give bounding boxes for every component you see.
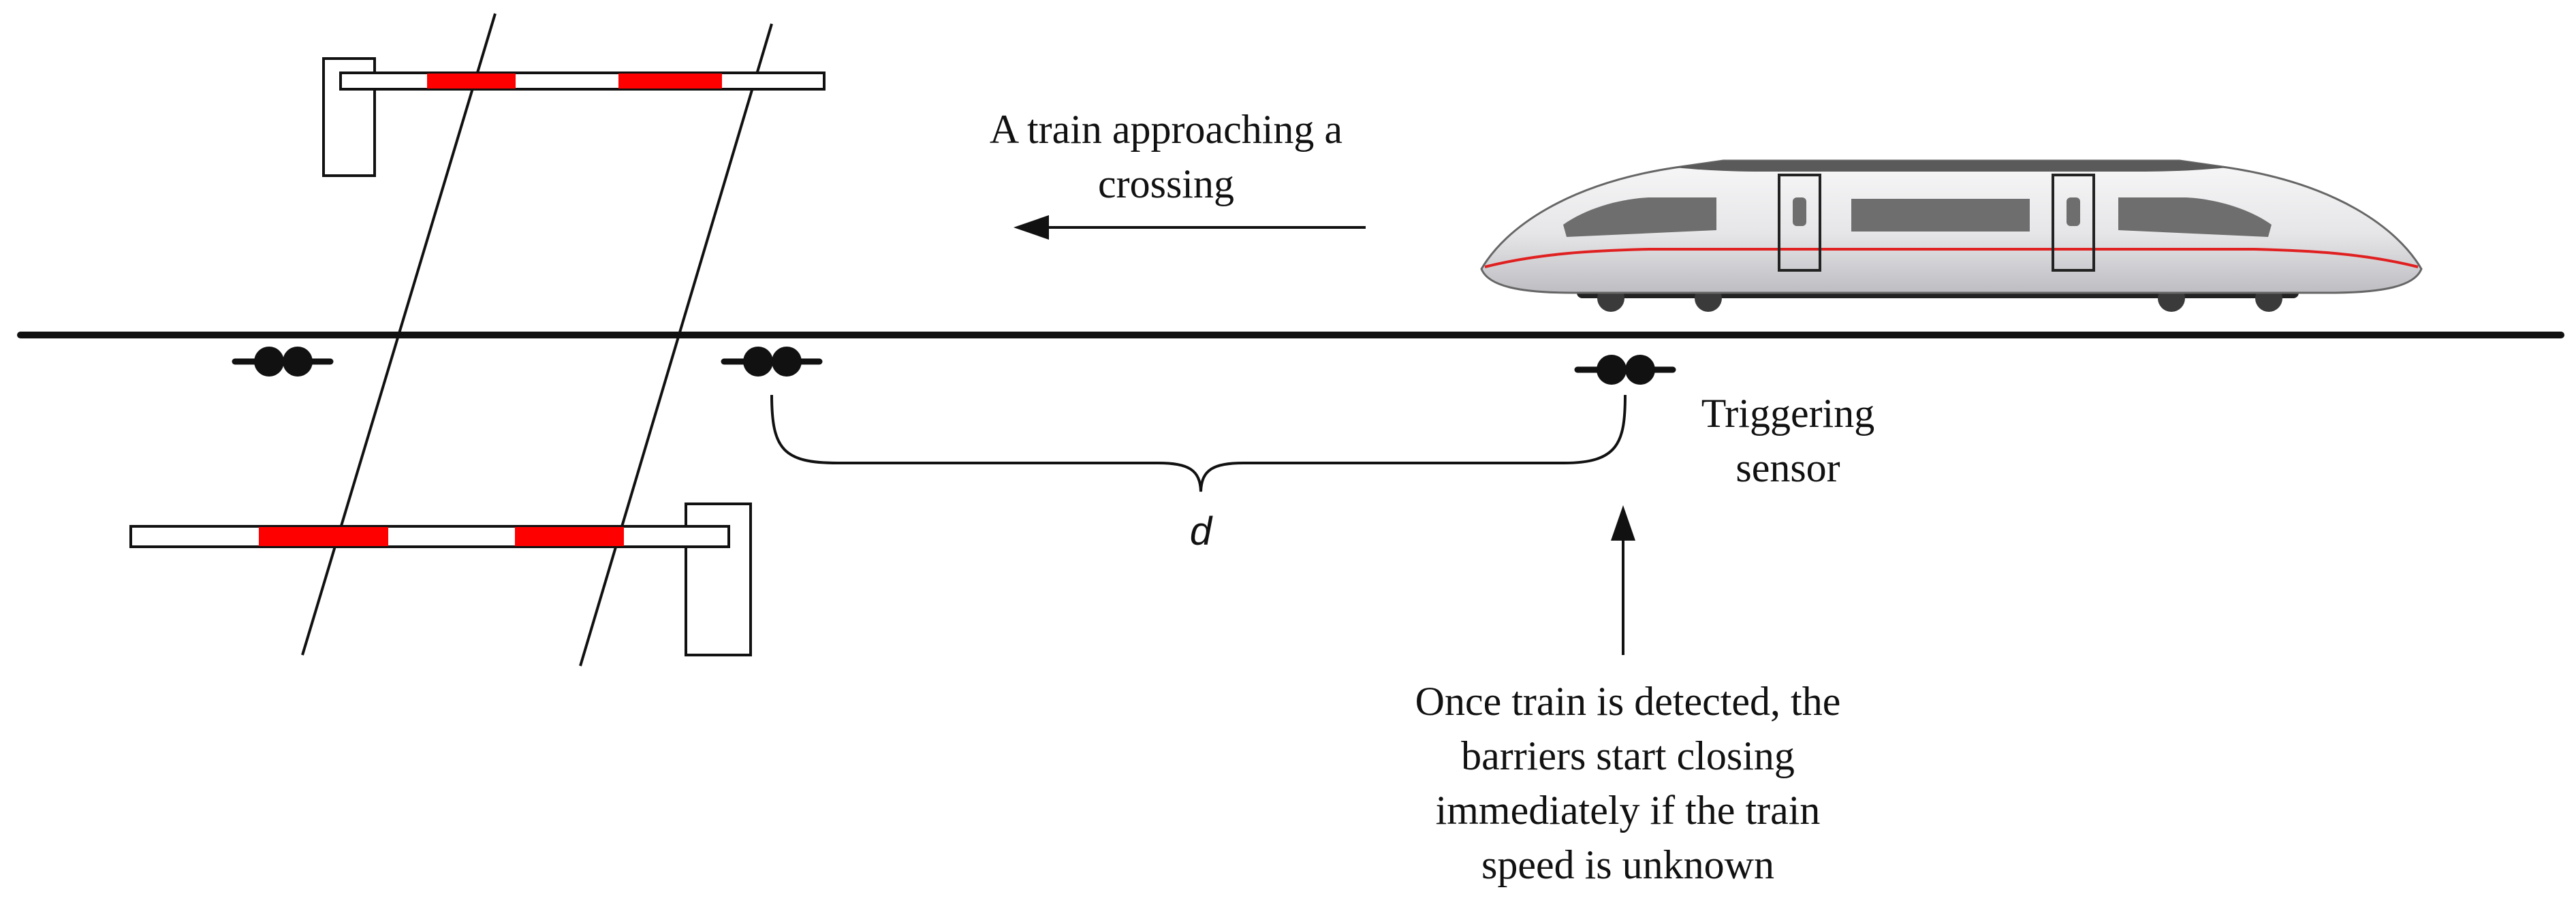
note-line1: Once train is detected, the [1415, 679, 1841, 724]
approach-label-line1: A train approaching a [990, 107, 1342, 152]
triggering-sensor-icon [1574, 355, 1676, 385]
train-stripe [1484, 248, 2419, 268]
train-window [1563, 197, 1716, 237]
barrier-bottom-stripe [515, 527, 624, 546]
road-edge-right [579, 23, 773, 667]
barrier-bottom-arm [129, 525, 730, 548]
train-door-window [2067, 197, 2080, 226]
barrier-bottom-stripe [259, 527, 388, 546]
train-window [2118, 197, 2272, 237]
barrier-top-arm [339, 71, 826, 91]
train-door [2052, 174, 2095, 272]
approach-label-line2: crossing [1098, 161, 1234, 206]
barrier-top-stripe [618, 74, 722, 89]
detection-arrow [1611, 505, 1635, 655]
sensor-label-line2: sensor [1735, 445, 1840, 490]
arrow-left-icon [1014, 215, 1049, 240]
approach-arrow [1014, 215, 1366, 240]
note-line3: immediately if the train [1436, 788, 1821, 833]
arrow-up-icon [1611, 505, 1635, 541]
high-speed-train-icon [1480, 159, 2423, 312]
note-line2: barriers start closing [1461, 733, 1795, 778]
note-line4: speed is unknown [1481, 842, 1774, 887]
barrier-top-stripe [427, 74, 516, 89]
sensor-middle-icon [721, 347, 823, 377]
train-door [1778, 174, 1821, 272]
sensor-label-line1: Triggering [1701, 391, 1874, 436]
train-door-window [1793, 197, 1806, 226]
distance-brace [770, 394, 1627, 492]
train-window [1851, 199, 2030, 232]
barrier-bottom [129, 503, 752, 656]
sensor-left-icon [232, 347, 334, 377]
train-roof [1676, 161, 2227, 172]
distance-label: d [1190, 509, 1213, 554]
barrier-top [322, 57, 826, 177]
